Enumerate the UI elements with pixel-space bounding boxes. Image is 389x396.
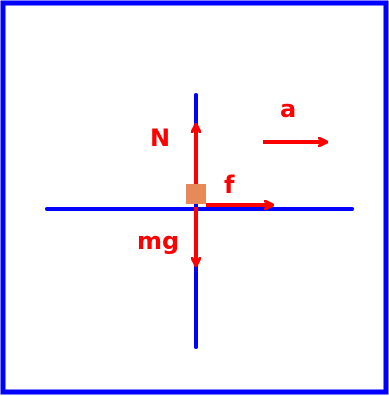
friction-label: f — [224, 171, 235, 199]
normal-force-label: N — [150, 124, 170, 152]
object-block — [186, 184, 206, 204]
weight-label: mg — [137, 227, 179, 255]
acceleration-label: a — [280, 95, 296, 123]
